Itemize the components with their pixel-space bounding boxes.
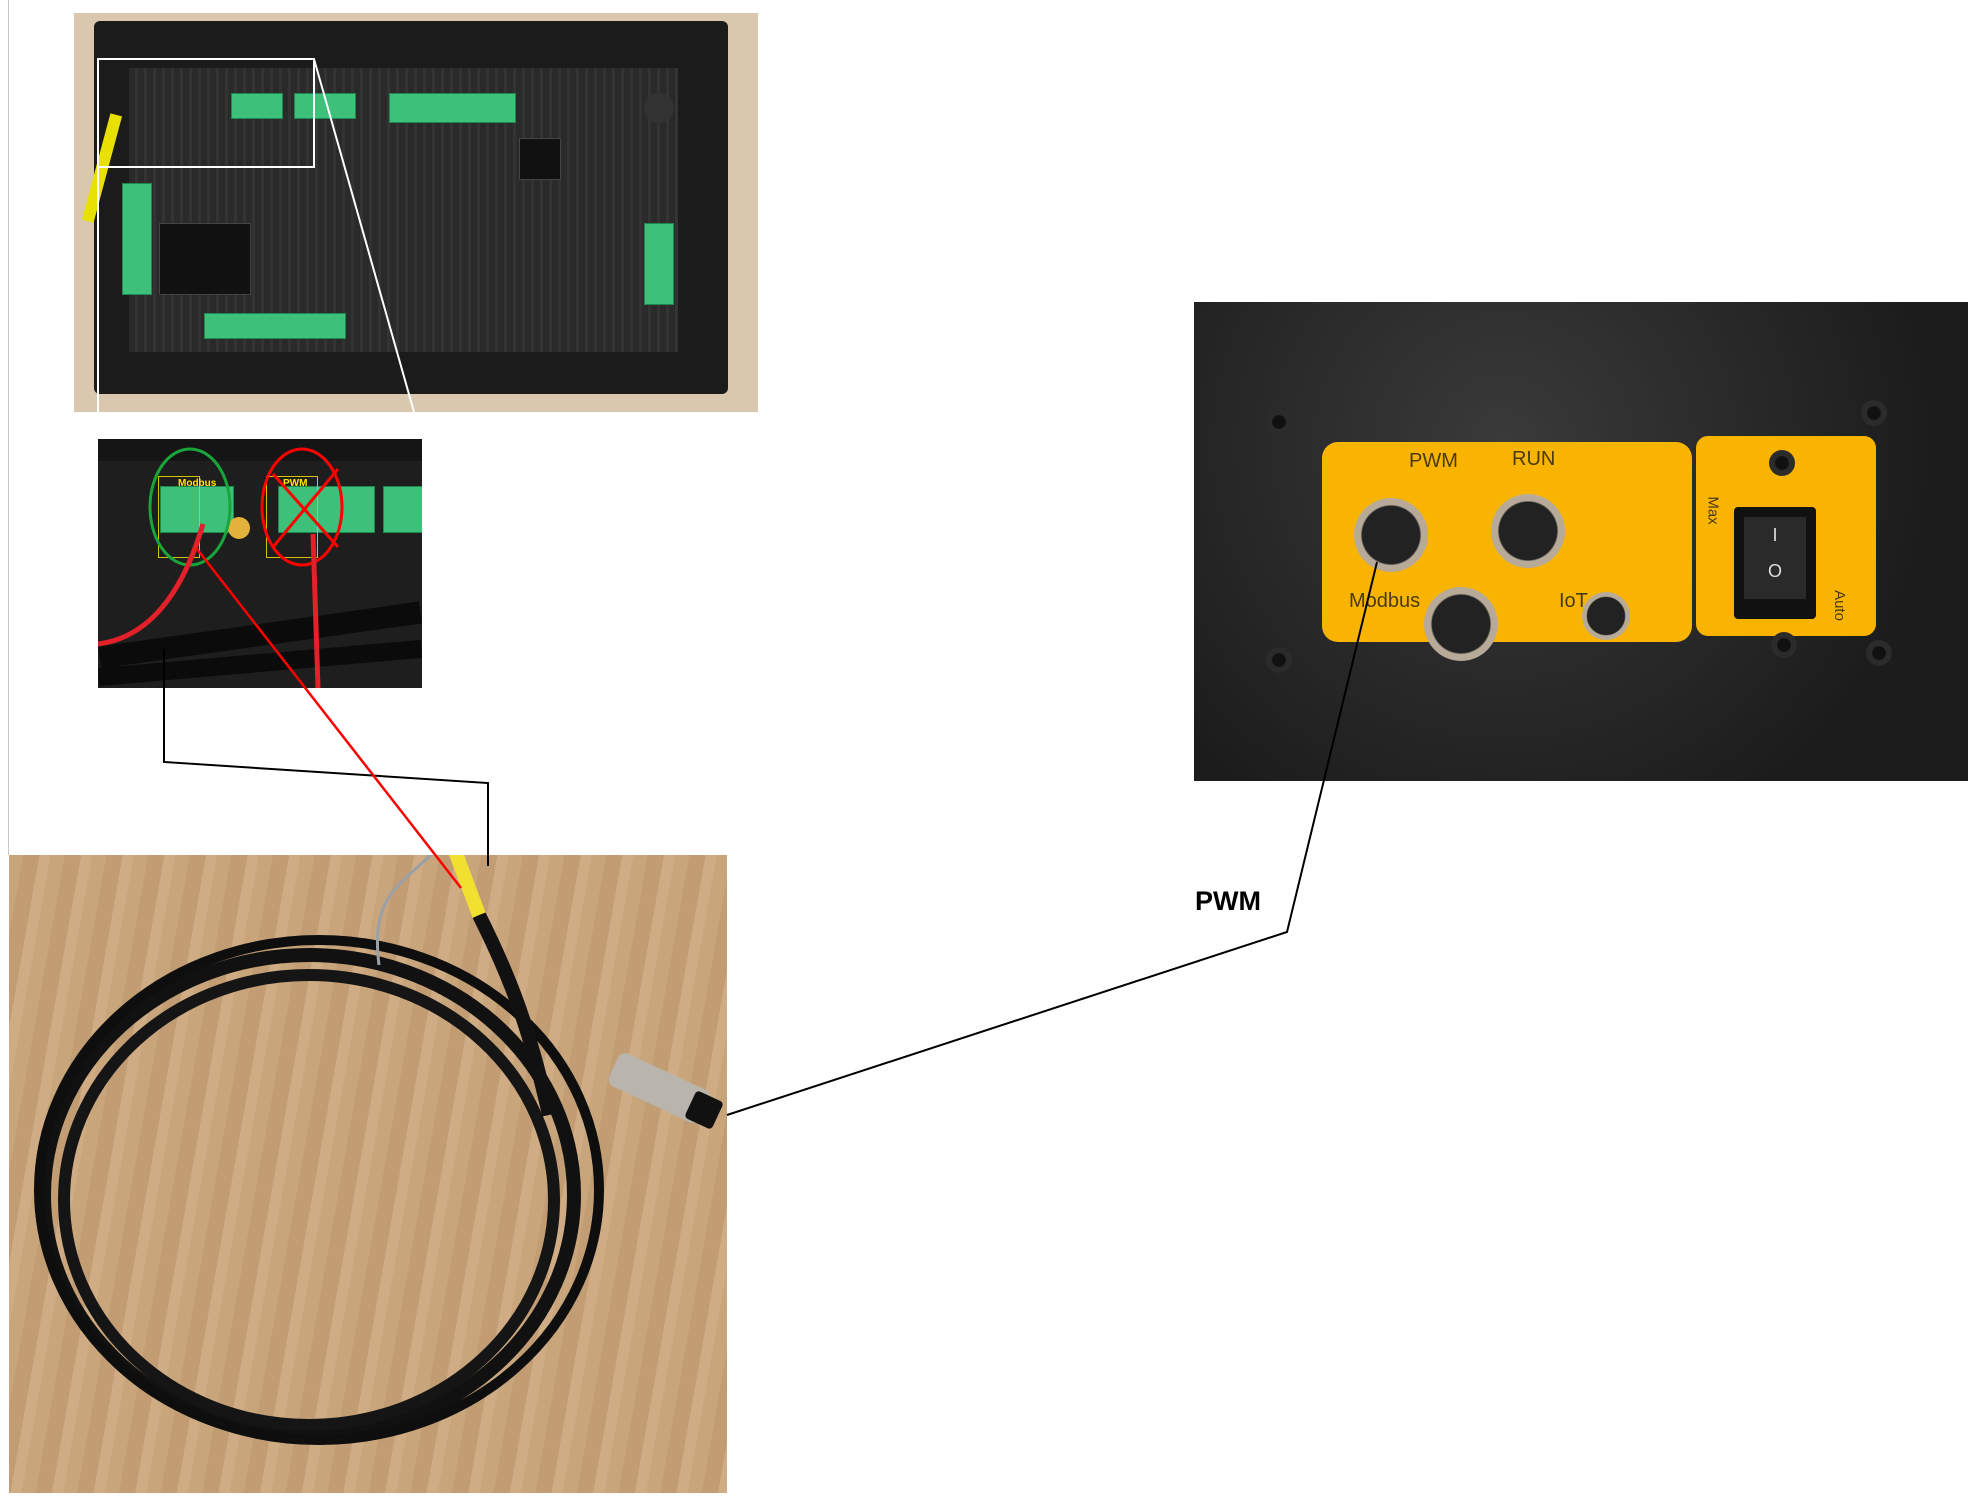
- run-connector[interactable]: [1491, 494, 1565, 568]
- pwm-highlight-box: [266, 476, 318, 558]
- terminal-block: [122, 183, 152, 295]
- port-label-iot: IoT: [1559, 590, 1588, 612]
- annotation-overlay: [98, 447, 344, 688]
- control-panel-photo: PWM RUN Modbus IoT I O Max Auto: [1194, 302, 1968, 781]
- red-wire-connector-line: [196, 548, 462, 889]
- iot-connector[interactable]: [1582, 592, 1630, 640]
- terminal-block: [204, 313, 346, 339]
- controller-board-photo: [74, 13, 758, 412]
- screw-icon: [1266, 409, 1292, 435]
- pwm-connector[interactable]: [1354, 498, 1428, 572]
- terminal-block: [231, 93, 283, 119]
- screw-icon: [1769, 450, 1795, 476]
- pwm-callout-label: PWM: [1195, 886, 1261, 916]
- cross-out-icon: [271, 468, 340, 548]
- port-label-pwm: PWM: [1409, 450, 1458, 472]
- zoom-region-box: [97, 58, 315, 168]
- pwm-callout-line: [726, 561, 1378, 1116]
- modbus-connector[interactable]: [1424, 587, 1498, 661]
- modbus-terminal: [160, 486, 234, 533]
- terminal-block: [644, 223, 674, 305]
- page-edge-line: [8, 0, 9, 855]
- buzzer: [644, 93, 674, 123]
- red-wire: [310, 533, 321, 688]
- mounting-hole: [228, 517, 250, 539]
- relay-module: [159, 223, 251, 295]
- screw-icon: [1861, 400, 1887, 426]
- pwm-label: PWM: [283, 478, 308, 489]
- switch-on-mark: I: [1772, 525, 1778, 545]
- switch-off-mark: O: [1767, 561, 1782, 581]
- terminal-block: [383, 486, 422, 533]
- rocker-switch[interactable]: I O: [1734, 507, 1816, 619]
- modbus-label: Modbus: [178, 478, 217, 489]
- zoom-guide-line: [313, 58, 415, 413]
- modbus-highlight-box: [158, 476, 200, 558]
- red-wire: [98, 523, 206, 647]
- cross-out-icon: [271, 473, 340, 548]
- screw-icon: [1866, 640, 1892, 666]
- screw-icon: [1266, 647, 1292, 673]
- screw-icon: [1771, 632, 1797, 658]
- pwm-circle: [260, 447, 344, 567]
- black-wire-connector-line: [163, 649, 489, 866]
- circuit-board: [129, 68, 678, 352]
- pwm-terminal: [278, 486, 375, 533]
- processor-chip: [519, 138, 561, 180]
- terminal-detail-photo: Modbus PWM: [98, 439, 422, 688]
- terminal-block: [389, 93, 516, 123]
- aviation-connector: [608, 1053, 710, 1123]
- port-label-run: RUN: [1512, 448, 1556, 470]
- cable-drawing: [34, 832, 723, 1445]
- pwm-cable-photo: [9, 832, 727, 1493]
